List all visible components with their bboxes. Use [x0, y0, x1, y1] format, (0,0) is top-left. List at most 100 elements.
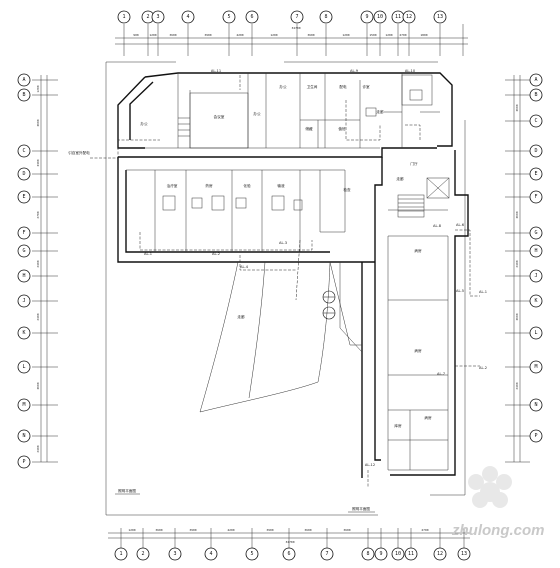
svg-text:7: 7 — [325, 551, 328, 557]
bottom-dim-2: 3600 — [155, 528, 162, 532]
left-dim-5: 2700 — [36, 211, 40, 218]
svg-text:4: 4 — [186, 14, 189, 20]
svg-text:A: A — [22, 77, 25, 83]
svg-text:11: 11 — [408, 551, 414, 557]
room-label-2: 会议室 — [214, 114, 225, 119]
svg-text:K: K — [22, 330, 25, 336]
svg-text:11: 11 — [395, 14, 401, 20]
svg-text:3: 3 — [156, 14, 159, 20]
room-label-6: 储藏 — [305, 126, 313, 131]
panel-tag-11: AL-11 — [211, 69, 221, 73]
site-boundary — [105, 61, 466, 516]
building-walls — [117, 72, 469, 478]
svg-text:10: 10 — [395, 551, 401, 557]
left-dimension-labels: 1200 3600 3300 2700 2400 2400 3600 2400 — [36, 85, 40, 452]
room-label-15: 病房 — [414, 248, 422, 253]
top-dim-5: 4200 — [236, 33, 243, 37]
svg-text:8: 8 — [324, 14, 327, 20]
bottom-dimension-labels: 1200 3600 3900 4200 3900 3600 3600 2700 … — [128, 528, 428, 544]
svg-text:2: 2 — [146, 14, 149, 20]
panel-tag-9: AL-9 — [350, 69, 359, 73]
wiring-runs — [90, 75, 480, 488]
svg-text:J: J — [534, 273, 537, 279]
svg-text:D: D — [534, 148, 537, 154]
top-dim-1: 900 — [133, 33, 139, 37]
watermark-logo-icon — [468, 466, 512, 508]
left-axis-grid: A B C D E F G H J K L M N P 1200 3600 33… — [17, 73, 58, 469]
svg-text:H: H — [22, 273, 25, 279]
svg-text:M: M — [534, 364, 537, 370]
svg-text:1: 1 — [119, 551, 122, 557]
svg-text:E: E — [534, 171, 537, 177]
right-dim-8: 3600 — [515, 313, 519, 320]
panel-tag-2: AL-2 — [212, 252, 220, 256]
incoming-feed-note: 引自室外配电 — [68, 150, 90, 155]
svg-text:L: L — [534, 330, 537, 336]
panel-tag-12: AL-12 — [365, 463, 375, 467]
svg-text:B: B — [534, 92, 537, 98]
svg-text:L: L — [22, 364, 25, 370]
svg-text:H: H — [534, 248, 537, 254]
room-label-10: 治疗室 — [167, 183, 178, 188]
panel-tag-6: AL-6 — [456, 223, 465, 227]
panel-tag-3: AL-3 — [279, 241, 287, 245]
svg-text:M: M — [22, 402, 25, 408]
bottom-dim-1: 1200 — [128, 528, 135, 532]
bottom-dim-6: 3600 — [304, 528, 311, 532]
left-axis-bubbles: A B C D E F G H J K L M N P — [17, 73, 31, 469]
svg-text:12: 12 — [437, 551, 443, 557]
svg-text:5: 5 — [250, 551, 253, 557]
room-label-3: 办公 — [253, 111, 261, 116]
svg-text:9: 9 — [365, 14, 368, 20]
svg-text:D: D — [22, 171, 25, 177]
svg-text:13: 13 — [437, 14, 443, 20]
ceiling-lights — [322, 290, 336, 320]
left-dim-7: 2400 — [36, 260, 40, 267]
room-label-13: 输液 — [277, 183, 285, 188]
svg-text:G: G — [22, 248, 25, 254]
top-axis-bubbles: 1 2 3 4 5 6 7 8 9 10 11 12 13 — [117, 10, 447, 24]
right-note-a: AL-1 — [479, 290, 487, 294]
top-dim-9: 1500 — [369, 33, 376, 37]
bottom-dim-total: 34700 — [285, 540, 294, 544]
svg-text:C: C — [534, 118, 537, 124]
svg-text:A: A — [534, 77, 537, 83]
room-label-9: 诊室 — [362, 84, 370, 89]
fixtures — [162, 89, 423, 211]
left-dim-9: 3600 — [36, 382, 40, 389]
top-dim-6: 1200 — [270, 33, 277, 37]
left-dim-2: 3600 — [36, 119, 40, 126]
svg-text:N: N — [22, 433, 25, 439]
drawing-notes: 引自室外配电 AL-1 AL-2 照明平面图 照明平面图 — [68, 150, 487, 513]
room-label-7: 值班 — [338, 126, 346, 131]
bottom-dim-3: 3900 — [189, 528, 196, 532]
bottom-right-note: 照明平面图 — [352, 506, 370, 511]
room-label-8: 配电 — [339, 84, 347, 89]
top-dim-2: 1200 — [149, 33, 156, 37]
svg-text:F: F — [534, 194, 537, 200]
panel-tags: AL-1 AL-2 AL-3 AL-4 AL-5 AL-6 AL-7 AL-8 … — [144, 69, 465, 467]
left-dim-3: 3300 — [36, 159, 40, 166]
top-dim-7: 3600 — [307, 33, 314, 37]
bottom-axis-grid: 1 2 3 4 5 6 7 8 9 10 11 12 13 1200 3600 … — [108, 528, 471, 561]
bottom-dim-11: 2700 — [421, 528, 428, 532]
right-dim-5: 3600 — [515, 211, 519, 218]
plaza-curve — [199, 261, 363, 413]
svg-text:6: 6 — [287, 551, 290, 557]
right-dim-7: 2400 — [515, 260, 519, 267]
bottom-dim-4: 4200 — [227, 528, 234, 532]
room-label-5: 卫生间 — [307, 84, 318, 89]
svg-text:8: 8 — [366, 551, 369, 557]
right-dim-2: 3600 — [515, 104, 519, 111]
left-dim-10: 2400 — [36, 445, 40, 452]
svg-text:F: F — [22, 230, 25, 236]
svg-text:2: 2 — [141, 551, 144, 557]
right-axis-grid: A B C D E F G H J K L M N P 3600 3600 24… — [505, 73, 543, 463]
room-label-1: 办公 — [140, 121, 148, 126]
svg-text:3: 3 — [173, 551, 176, 557]
panel-tag-4: AL-4 — [240, 265, 249, 269]
top-dim-12: 1800 — [420, 33, 427, 37]
top-axis-grid: 1 2 3 4 5 6 7 8 9 10 11 12 13 900 1200 3… — [115, 10, 468, 56]
room-label-16: 病房 — [414, 348, 422, 353]
svg-text:1: 1 — [122, 14, 125, 20]
